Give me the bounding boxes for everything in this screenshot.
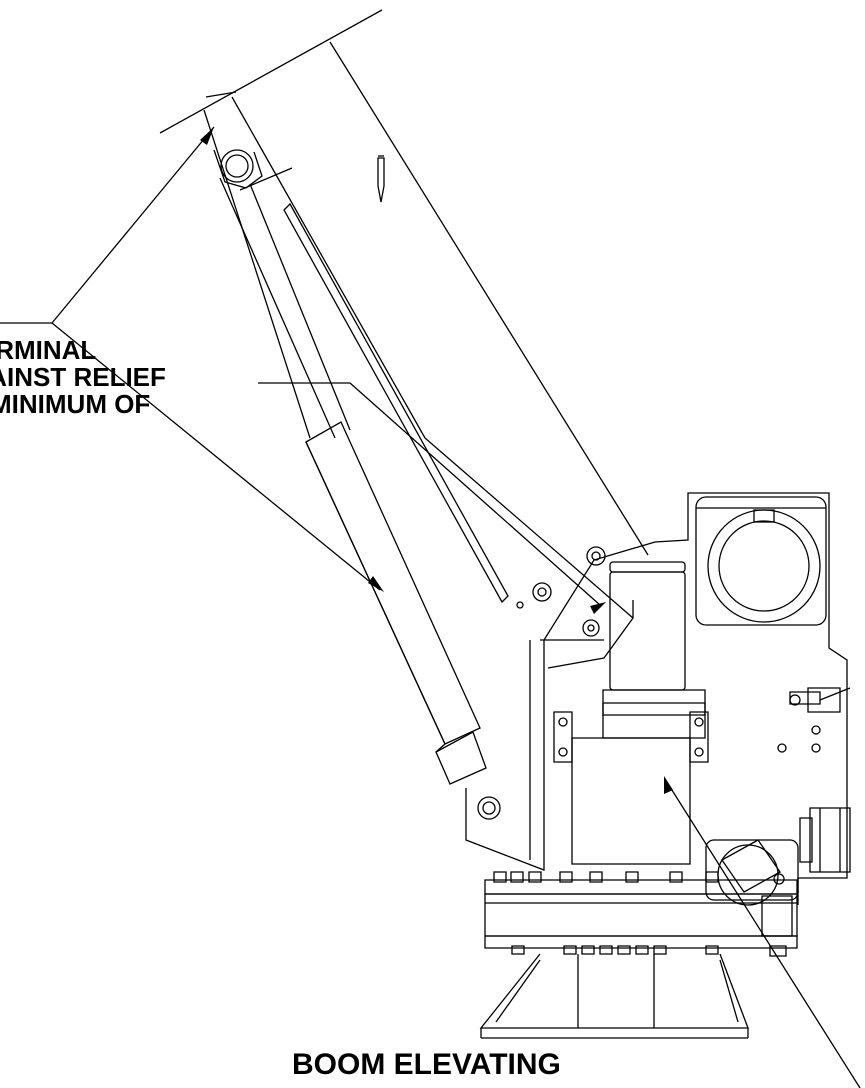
callout-line-3: MINIMUM OF — [0, 389, 151, 419]
elevating-cylinder — [214, 150, 500, 819]
boom — [160, 10, 648, 668]
callout-boom-elevating: BOOM ELEVATING — [292, 1048, 561, 1081]
turret — [466, 493, 850, 905]
leader-lines — [0, 127, 860, 1088]
base — [481, 872, 797, 1038]
callout-line-1: TERMINAL — [0, 335, 97, 365]
callout-line-2: GAINST RELIEF — [0, 362, 166, 392]
arrowheads — [200, 127, 673, 794]
